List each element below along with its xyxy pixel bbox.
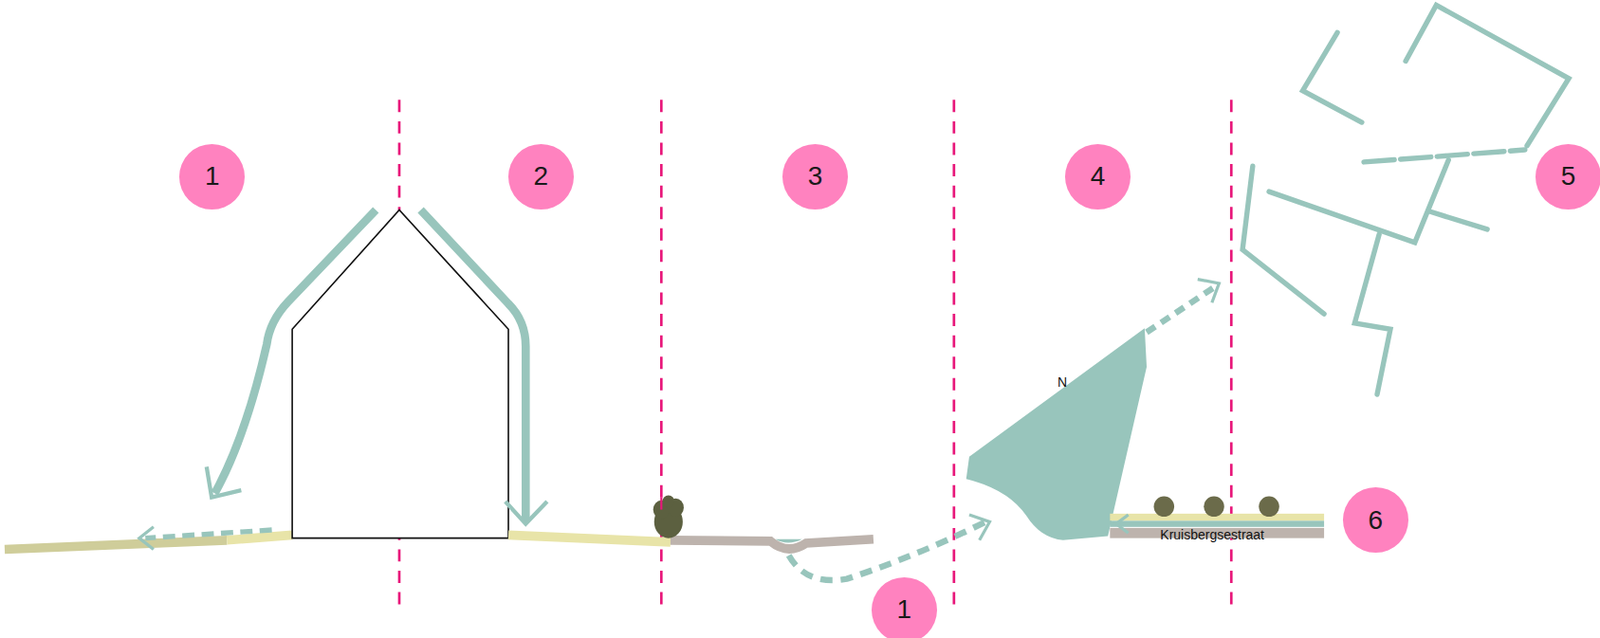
arrowhead — [206, 466, 548, 524]
callout-number: 5 — [1561, 163, 1577, 190]
overflow-arrow — [789, 521, 986, 581]
overflow-arrow — [1146, 287, 1214, 332]
callout-circle: 4 — [1065, 144, 1131, 210]
callout-number: 3 — [808, 163, 824, 190]
callout-circle: 6 — [1342, 487, 1409, 553]
arrowhead — [1197, 279, 1220, 304]
callout-circle: 5 — [1535, 144, 1600, 210]
pavement — [670, 539, 874, 550]
ground — [4, 540, 227, 551]
runoff-arrow — [214, 209, 526, 522]
arrowhead — [969, 514, 991, 541]
street-name: Kruisbergsestraat — [1159, 528, 1265, 542]
north-label: N — [1057, 375, 1067, 389]
callout-number: 2 — [533, 163, 549, 190]
section-dividers — [399, 99, 1232, 612]
street-gutter — [1109, 520, 1325, 527]
ground — [508, 534, 671, 543]
arrowhead — [1116, 514, 1129, 534]
callout-circle: 1 — [871, 577, 938, 638]
shrub — [653, 495, 684, 538]
street-trees — [1154, 496, 1280, 518]
retention-pond — [966, 328, 1147, 541]
callout-circle: 2 — [508, 144, 574, 210]
swale-water — [775, 539, 803, 544]
callout-circle: 1 — [179, 144, 245, 210]
callout-number: 1 — [896, 596, 912, 624]
drainage-network — [1242, 4, 1569, 395]
callout-circle: 3 — [782, 144, 848, 210]
ground — [226, 534, 293, 540]
arrowhead — [139, 527, 154, 551]
callout-number: 1 — [204, 163, 221, 190]
callout-number: 6 — [1368, 507, 1384, 534]
infiltration-arrow — [145, 530, 272, 539]
callout-number: 4 — [1090, 163, 1106, 190]
